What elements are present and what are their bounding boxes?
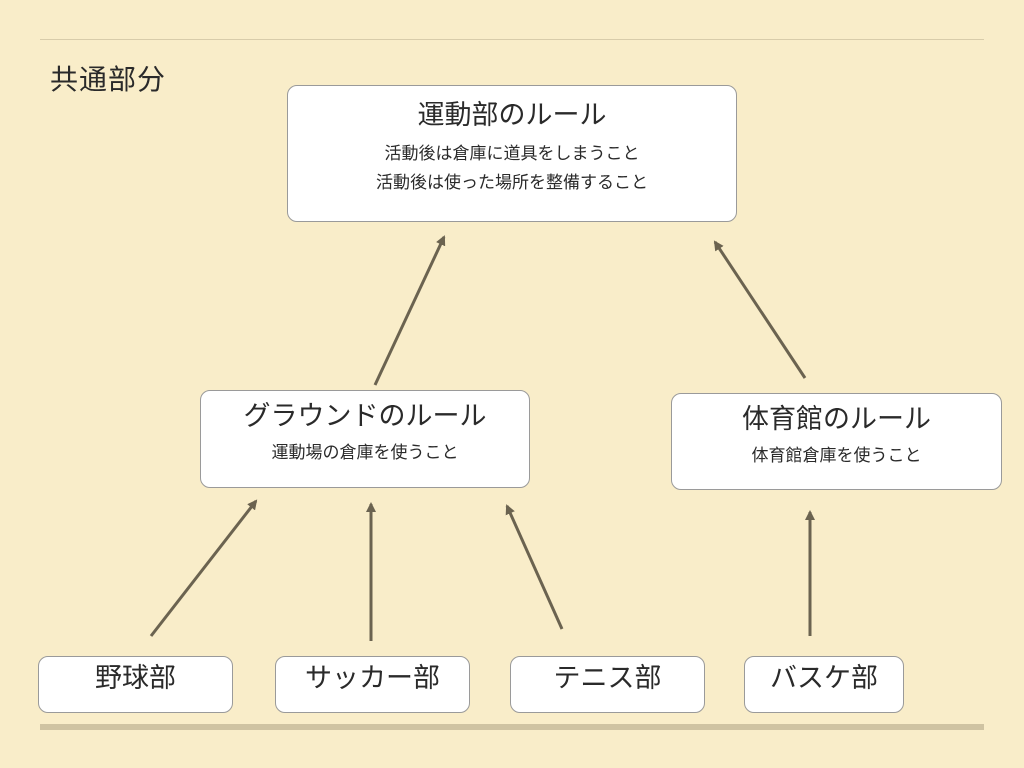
sports-club-rules-title: 運動部のルール	[417, 100, 607, 131]
sports-club-rules-box: 運動部のルール 活動後は倉庫に道具をしまうこと 活動後は使った場所を整備すること	[287, 85, 737, 222]
sports-club-rule-item: 活動後は倉庫に道具をしまうこと	[384, 144, 640, 164]
slide-title: 共通部分	[50, 63, 167, 96]
arrow-baseball-to-ground	[149, 499, 258, 637]
sports-club-rule-item: 活動後は使った場所を整備すること	[376, 173, 648, 193]
arrow-gym-to-top	[713, 240, 807, 379]
tennis-club-box: テニス部	[510, 656, 705, 713]
bottom-divider-bar	[40, 724, 984, 730]
baseball-club-box: 野球部	[38, 656, 233, 713]
top-divider-line	[40, 39, 984, 40]
soccer-club-box: サッカー部	[275, 656, 470, 713]
basketball-club-box: バスケ部	[744, 656, 904, 713]
gym-rule-item: 体育館倉庫を使うこと	[751, 446, 922, 466]
gym-rules-title: 体育館のルール	[742, 404, 931, 435]
ground-rule-item: 運動場の倉庫を使うこと	[271, 443, 459, 463]
arrow-tennis-to-ground	[505, 504, 564, 630]
arrow-ground-to-top	[373, 235, 446, 386]
gym-rules-box: 体育館のルール 体育館倉庫を使うこと	[671, 393, 1002, 490]
sports-club-rules-list: 活動後は倉庫に道具をしまうこと 活動後は使った場所を整備すること	[288, 140, 736, 198]
ground-rules-box: グラウンドのルール 運動場の倉庫を使うこと	[200, 390, 530, 488]
ground-rules-title: グラウンドのルール	[243, 401, 487, 432]
